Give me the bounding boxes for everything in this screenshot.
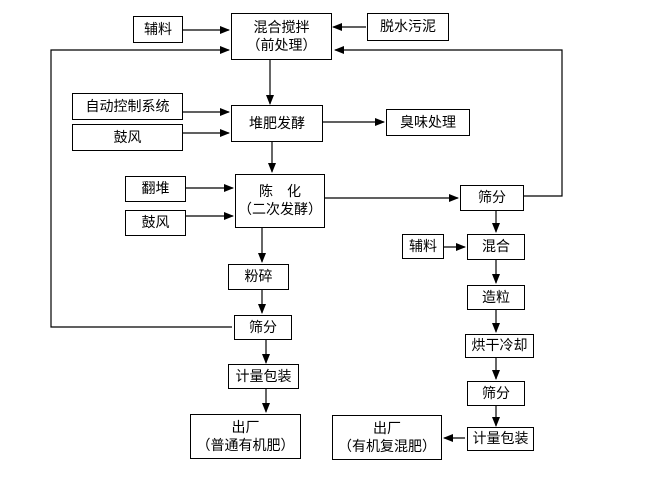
mix-pretreatment-box: 混合搅拌（前处理） — [231, 13, 332, 60]
node-label-line: 筛分 — [249, 319, 277, 336]
screening-box-right: 筛分 — [460, 185, 524, 211]
node-label-line: 造粒 — [482, 289, 510, 306]
blower-box-2: 鼓风 — [125, 210, 186, 236]
node-label-line: 筛分 — [482, 385, 510, 402]
node-label-line: 混合搅拌 — [253, 19, 310, 36]
auxiliary-material-box-2: 辅料 — [402, 234, 444, 259]
node-label-line: 辅料 — [409, 238, 437, 255]
metering-packing-box-left: 计量包装 — [228, 364, 299, 389]
screening-box-right-2: 筛分 — [467, 381, 525, 406]
return-screen-to-mix — [334, 46, 563, 197]
mixing-box: 混合 — [467, 234, 525, 260]
node-label-line: 陈 化 — [259, 184, 301, 200]
factory-out-common-box: 出厂（普通有机肥） — [190, 414, 301, 459]
node-label-line: （普通有机肥） — [196, 437, 295, 454]
node-label-line: 计量包装 — [472, 431, 529, 447]
node-label-line: 混合 — [482, 239, 510, 255]
node-label-line: 计量包装 — [235, 368, 292, 385]
node-label-line: 筛分 — [478, 190, 506, 206]
node-label-line: 自动控制系统 — [85, 98, 170, 115]
node-label-line: 翻堆 — [141, 181, 170, 197]
node-label-line: （前处理） — [246, 37, 317, 54]
auto-control-system-box: 自动控制系统 — [72, 93, 183, 120]
node-label-line: （有机复混肥） — [338, 438, 436, 455]
node-label-line: 粉碎 — [244, 269, 273, 285]
node-label-line: 出厂 — [373, 420, 401, 437]
node-label-line: 鼓风 — [113, 129, 142, 146]
node-label-line: 烘干冷却 — [471, 338, 528, 354]
blower-box-1: 鼓风 — [72, 124, 183, 151]
granulation-box: 造粒 — [467, 285, 525, 310]
screening-box-left: 筛分 — [234, 315, 292, 340]
node-label-line: 臭味处理 — [400, 114, 456, 131]
node-label-line: （二次发酵） — [238, 202, 322, 218]
node-label-line: 辅料 — [144, 21, 172, 38]
crushing-box: 粉碎 — [228, 264, 289, 290]
dewatered-sludge-box: 脱水污泥 — [367, 13, 449, 41]
compost-fermentation-box: 堆肥发酵 — [231, 105, 323, 142]
node-label-line: 出厂 — [231, 419, 260, 436]
node-label-line: 堆肥发酵 — [249, 115, 305, 132]
aging-box: 陈 化 （二次发酵） — [235, 174, 325, 228]
auxiliary-material-box: 辅料 — [133, 16, 183, 43]
node-label-line: 脱水污泥 — [380, 19, 436, 35]
metering-packing-box-right: 计量包装 — [467, 427, 534, 451]
factory-out-compound-box: 出厂（有机复混肥） — [332, 415, 442, 460]
drying-cooling-box: 烘干冷却 — [465, 334, 534, 358]
turning-box: 翻堆 — [125, 176, 186, 202]
node-label-line: 鼓风 — [141, 215, 170, 231]
return-screen-to-mix-left — [50, 46, 232, 328]
odor-treatment-box: 臭味处理 — [386, 109, 470, 136]
